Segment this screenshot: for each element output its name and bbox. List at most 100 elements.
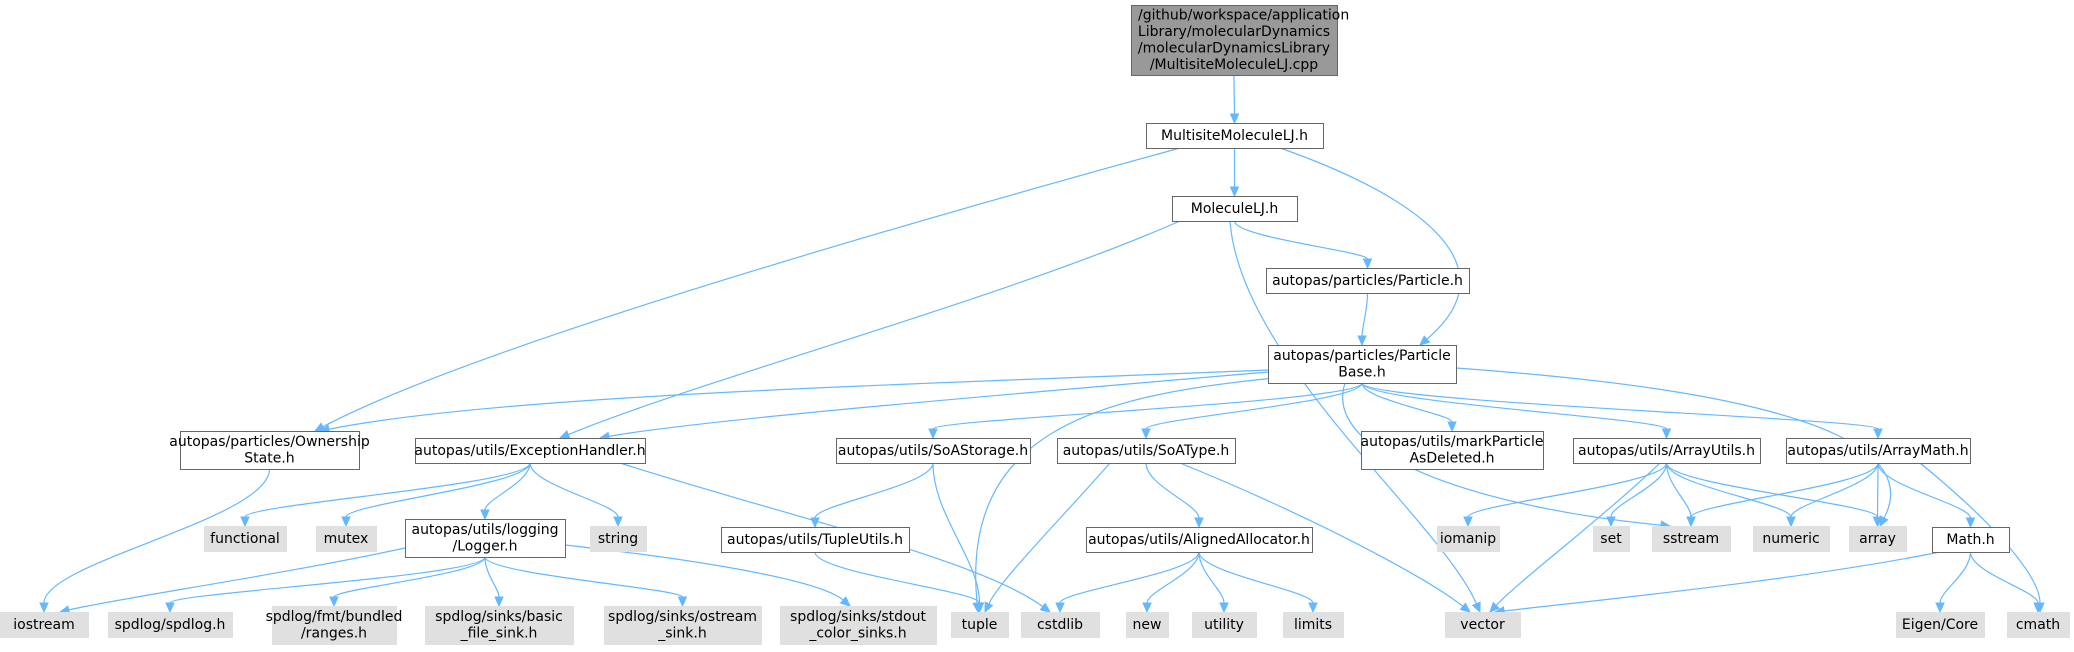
arrowhead-exc-to-cstdlib	[1039, 602, 1051, 613]
node-stdout[interactable]: spdlog/sinks/stdout_color_sinks.h	[780, 606, 937, 645]
edge-logger-to-ostream	[484, 556, 684, 598]
node-box	[951, 612, 1009, 638]
arrowhead-soatype-to-vector	[1459, 602, 1471, 613]
node-numeric[interactable]: numeric	[1753, 526, 1830, 552]
node-label: autopas/particles/Particle.h	[1272, 273, 1463, 289]
node-ranges[interactable]: spdlog/fmt/bundled/ranges.h	[266, 606, 403, 645]
edge-pbase-to-markdel	[1361, 382, 1453, 423]
node-box	[1573, 438, 1761, 464]
arrowhead-exc-to-functional	[240, 516, 250, 528]
node-array[interactable]: array	[1849, 526, 1907, 552]
node-label: /molecularDynamicsLibrary	[1138, 41, 1330, 57]
arrowhead-soatype-to-aligned	[1194, 517, 1204, 529]
node-label: autopas/utils/ArrayUtils.h	[1578, 443, 1755, 459]
node-label: spdlog/sinks/ostream	[608, 609, 757, 625]
node-cstdlib[interactable]: cstdlib	[1021, 612, 1100, 638]
node-tuple[interactable]: tuple	[951, 612, 1009, 638]
node-label: AsDeleted.h	[1409, 451, 1494, 467]
node-mutex[interactable]: mutex	[316, 526, 377, 552]
node-iomanip[interactable]: iomanip	[1437, 526, 1500, 552]
arrowhead-pbase-to-arraymath	[1873, 428, 1883, 440]
node-box	[1849, 526, 1907, 552]
node-label: autopas/utils/TupleUtils.h	[727, 532, 903, 548]
node-sstream[interactable]: sstream	[1652, 526, 1731, 552]
edge-mmlj-to-pbase	[1279, 147, 1461, 340]
node-box	[1932, 527, 2010, 553]
node-arraymath[interactable]: autopas/utils/ArrayMath.h	[1786, 438, 1971, 464]
node-label: mutex	[324, 531, 369, 547]
node-label: utility	[1204, 617, 1244, 633]
node-box	[0, 612, 89, 638]
edge-mathh-to-vector	[1503, 551, 1941, 612]
node-new[interactable]: new	[1126, 612, 1169, 638]
node-box	[1283, 612, 1344, 638]
node-label: autopas/utils/markParticle	[1361, 434, 1544, 450]
node-tupleutils[interactable]: autopas/utils/TupleUtils.h	[721, 527, 910, 553]
node-ostream[interactable]: spdlog/sinks/ostream_sink.h	[604, 606, 762, 645]
node-exc[interactable]: autopas/utils/ExceptionHandler.h	[414, 438, 646, 464]
edge-exc-to-logger	[484, 462, 531, 511]
arrowhead-logger-to-ranges	[329, 596, 339, 608]
node-root[interactable]: /github/workspace/applicationLibrary/mol…	[1131, 5, 1350, 76]
edge-mathh-to-eigen	[1939, 551, 1972, 604]
arrowhead-logger-to-spdlog	[165, 602, 175, 614]
node-eigen[interactable]: Eigen/Core	[1896, 612, 1985, 638]
node-box	[1131, 5, 1338, 76]
node-label: set	[1600, 531, 1622, 547]
node-label: limits	[1294, 617, 1332, 633]
node-label: /Logger.h	[452, 539, 517, 555]
node-label: spdlog/sinks/basic	[435, 609, 563, 625]
node-box	[1057, 438, 1236, 464]
node-soatype[interactable]: autopas/utils/SoAType.h	[1057, 438, 1236, 464]
arrowhead-mlj-to-vector	[1471, 601, 1481, 614]
node-box	[721, 527, 910, 553]
node-functional[interactable]: functional	[204, 526, 287, 552]
node-label: new	[1133, 617, 1162, 633]
node-soastorage[interactable]: autopas/utils/SoAStorage.h	[836, 438, 1031, 464]
arrowhead-arrayutils-to-iomanip	[1463, 516, 1473, 528]
edge-mlj-to-vector	[1229, 220, 1477, 604]
node-particle[interactable]: autopas/particles/Particle.h	[1266, 268, 1470, 294]
node-string[interactable]: string	[590, 526, 647, 552]
arrowhead-soatype-to-tuple	[984, 601, 994, 614]
node-arrayutils[interactable]: autopas/utils/ArrayUtils.h	[1573, 438, 1761, 464]
node-mlj[interactable]: MoleculeLJ.h	[1172, 196, 1298, 222]
arrowhead-arrayutils-to-set	[1606, 516, 1616, 528]
edge-particle-to-pbase	[1361, 292, 1369, 337]
node-basicfile[interactable]: spdlog/sinks/basic_file_sink.h	[425, 606, 574, 645]
arrowhead-mmlj-to-mlj	[1229, 186, 1240, 198]
node-limits[interactable]: limits	[1283, 612, 1344, 638]
arrowhead-tupleutils-to-tuple	[974, 602, 985, 614]
node-box	[1896, 612, 1985, 638]
node-mmlj[interactable]: MultisiteMoleculeLJ.h	[1146, 123, 1324, 149]
arrowhead-pbase-to-markdel	[1447, 421, 1457, 433]
node-label: /ranges.h	[301, 626, 367, 642]
node-logger[interactable]: autopas/utils/logging/Logger.h	[405, 519, 566, 558]
node-utility[interactable]: utility	[1192, 612, 1257, 638]
node-spdlog[interactable]: spdlog/spdlog.h	[108, 612, 233, 638]
node-vector[interactable]: vector	[1445, 612, 1521, 638]
node-box	[836, 438, 1031, 464]
node-iostream[interactable]: iostream	[0, 612, 89, 638]
edge-pbase-to-ownership	[328, 369, 1269, 430]
node-set[interactable]: set	[1593, 526, 1630, 552]
edge-arraymath-to-numeric	[1790, 462, 1879, 518]
node-label: sstream	[1663, 531, 1719, 547]
arrowhead-aligned-to-limits	[1308, 602, 1318, 614]
node-mathh[interactable]: Math.h	[1932, 527, 2010, 553]
node-aligned[interactable]: autopas/utils/AlignedAllocator.h	[1086, 527, 1313, 553]
arrowhead-pbase-to-array	[1879, 515, 1889, 528]
edge-arrayutils-to-numeric	[1665, 462, 1792, 518]
node-box	[415, 438, 646, 464]
node-cmath[interactable]: cmath	[2007, 612, 2070, 638]
edge-arrayutils-to-vector	[1495, 462, 1661, 606]
node-box	[180, 431, 360, 470]
node-label: autopas/particles/Particle	[1273, 348, 1451, 364]
node-label: _file_sink.h	[460, 626, 538, 642]
node-label: string	[598, 531, 638, 547]
edge-mmlj-to-ownership	[322, 147, 1181, 428]
